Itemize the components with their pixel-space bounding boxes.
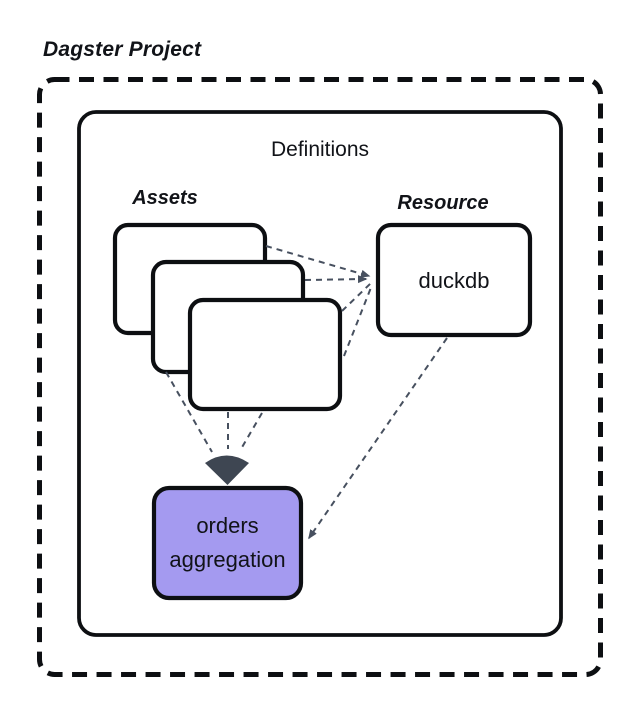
duckdb-node-box	[375, 222, 533, 338]
definitions-label: Definitions	[270, 138, 370, 161]
orders-arrowhead-icon	[205, 455, 249, 485]
edge-card3b-duckdb	[343, 284, 373, 357]
resource-group-label: Resource	[397, 192, 489, 214]
edge-card2-duckdb	[304, 275, 368, 284]
orders-node-label: orders aggregation	[169, 513, 286, 572]
edge-card1-duckdb	[265, 245, 371, 278]
assets-group-label: Assets	[132, 187, 198, 209]
definitions-container-box	[77, 110, 563, 637]
asset-card-3	[187, 297, 343, 412]
connector-lines	[165, 245, 448, 540]
edge-card1-orders	[165, 371, 213, 453]
diagram-title: Dagster Project	[43, 38, 202, 61]
orders-node-box	[151, 485, 304, 601]
edge-card3-orders	[240, 412, 263, 450]
project-boundary-dashed-box	[37, 77, 603, 677]
duckdb-node-label: duckdb	[418, 268, 490, 293]
edge-card3-duckdb	[341, 282, 372, 312]
edge-duckdb-orders	[308, 337, 448, 540]
